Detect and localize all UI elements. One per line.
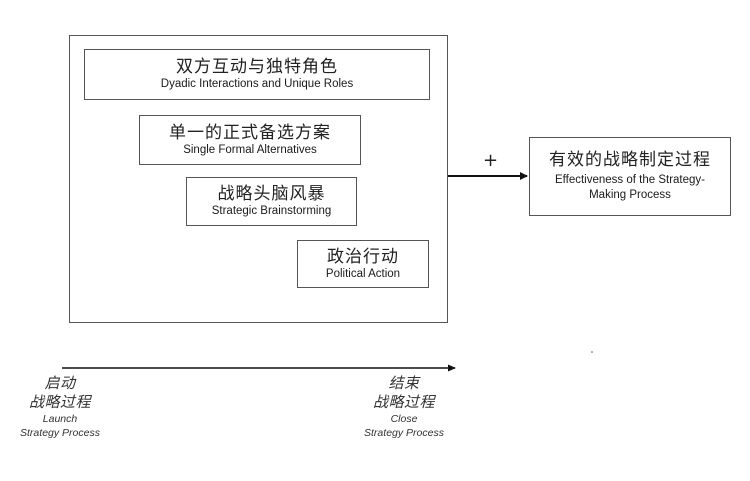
factor-title-zh: 单一的正式备选方案 [169, 122, 331, 143]
outcome-title-en-line2: Making Process [589, 189, 671, 201]
timeline-end-en1: Close [390, 413, 418, 425]
stray-dot [591, 351, 593, 353]
factor-box-strategic-brainstorming: 战略头脑风暴 Strategic Brainstorming [186, 177, 357, 226]
timeline-start-label: 启动 战略过程 Launch Strategy Process [10, 374, 110, 440]
factor-title-en: Dyadic Interactions and Unique Roles [160, 78, 354, 90]
timeline-end-zh2: 战略过程 [372, 393, 435, 411]
timeline-end-en2: Strategy Process [364, 427, 444, 439]
factor-title-zh: 战略头脑风暴 [217, 184, 326, 204]
timeline-start-en1: Launch [42, 413, 78, 425]
factor-box-single-formal-alternatives: 单一的正式备选方案 Single Formal Alternatives [139, 115, 361, 165]
factor-title-en: Strategic Brainstorming [211, 205, 332, 217]
factor-title-zh: 双方互动与独特角色 [176, 57, 338, 77]
outcome-title-en-line1: Effectiveness of the Strategy- [554, 174, 705, 186]
timeline-end-zh1: 结束 [388, 374, 420, 392]
outcome-box: 有效的战略制定过程 Effectiveness of the Strategy-… [529, 137, 731, 216]
timeline-start-zh2: 战略过程 [28, 393, 91, 411]
factor-title-en: Political Action [325, 267, 401, 280]
factor-title-en: Single Formal Alternatives [183, 143, 317, 156]
positive-sign: + [483, 150, 499, 171]
timeline-start-zh1: 启动 [44, 374, 76, 392]
factor-box-dyadic-interactions: 双方互动与独特角色 Dyadic Interactions and Unique… [84, 49, 430, 100]
outcome-title-zh: 有效的战略制定过程 [549, 150, 711, 170]
timeline-end-label: 结束 战略过程 Close Strategy Process [352, 374, 456, 440]
factor-title-zh: 政治行动 [327, 246, 399, 267]
factor-box-political-action: 政治行动 Political Action [297, 240, 429, 288]
timeline-start-en2: Strategy Process [20, 427, 100, 439]
factors-container [69, 35, 448, 323]
